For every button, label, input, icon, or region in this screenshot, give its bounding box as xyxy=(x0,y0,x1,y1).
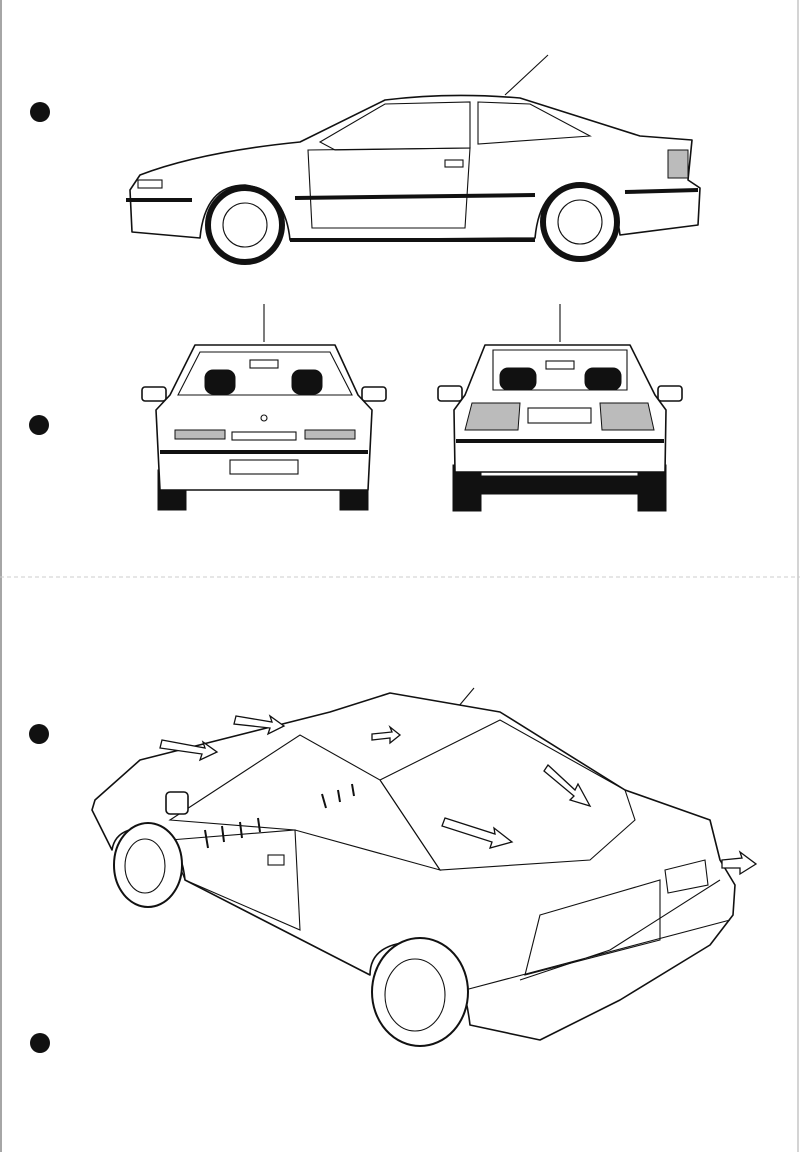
side-window-opening xyxy=(168,734,442,871)
left-tail-light xyxy=(464,402,521,431)
front-wheel-rim xyxy=(124,838,166,894)
body-outline xyxy=(155,344,373,491)
front-wheel xyxy=(113,822,183,908)
car-rear-view xyxy=(437,304,683,512)
rear-wheel-hub xyxy=(557,199,603,245)
mirror xyxy=(249,359,279,369)
punch-hole xyxy=(30,102,50,122)
front-wheel xyxy=(205,185,285,265)
antenna xyxy=(504,54,549,96)
front-wheel-hub xyxy=(222,202,268,248)
tail-light xyxy=(667,149,689,179)
airflow-arrows xyxy=(159,714,758,876)
punch-hole xyxy=(30,1033,50,1053)
seat xyxy=(584,367,622,391)
door-handle xyxy=(444,159,464,168)
rear-wheel xyxy=(540,182,620,262)
rear-wheel xyxy=(371,937,469,1047)
underbody xyxy=(481,475,639,495)
airflow-arrow-icon xyxy=(441,817,514,849)
side-molding xyxy=(126,188,699,202)
plate xyxy=(527,407,592,424)
vent-arrows xyxy=(204,783,355,849)
right-headlight xyxy=(304,429,356,440)
car-perspective-view xyxy=(91,687,758,1047)
right-tail-light xyxy=(599,402,655,431)
rear-wheel-rim xyxy=(384,958,446,1032)
left-mirror xyxy=(437,385,463,402)
grille xyxy=(231,431,297,441)
bumper-lines xyxy=(464,879,731,991)
right-mirror xyxy=(361,386,387,402)
headlight xyxy=(137,179,163,189)
rear-window xyxy=(477,101,592,145)
car-side-view xyxy=(126,54,701,265)
side-mirror xyxy=(165,791,189,815)
car-front-view xyxy=(141,304,387,511)
mirror xyxy=(545,360,575,370)
punch-holes xyxy=(29,102,50,1053)
seat xyxy=(499,367,537,391)
door-handle xyxy=(267,854,285,866)
punch-hole xyxy=(29,724,49,744)
windshield xyxy=(177,351,353,396)
left-mirror xyxy=(141,386,167,402)
front-window xyxy=(318,101,471,151)
airflow-arrow-icon xyxy=(233,714,286,736)
punch-hole xyxy=(29,415,49,435)
airflow-arrow-icon xyxy=(543,764,592,808)
seat xyxy=(204,369,236,395)
seat xyxy=(291,369,323,395)
door xyxy=(307,147,471,229)
airflow-arrow-icon xyxy=(371,724,402,745)
left-headlight xyxy=(174,429,226,440)
airflow-arrow-icon xyxy=(721,850,758,876)
vent-arrow-icon xyxy=(204,783,355,849)
right-mirror xyxy=(657,385,683,402)
tail-light xyxy=(524,879,661,976)
badge xyxy=(260,414,268,422)
rear-window xyxy=(492,349,628,391)
plate xyxy=(229,459,299,475)
rear-badge xyxy=(664,859,709,894)
airflow-arrow-icon xyxy=(159,739,219,762)
